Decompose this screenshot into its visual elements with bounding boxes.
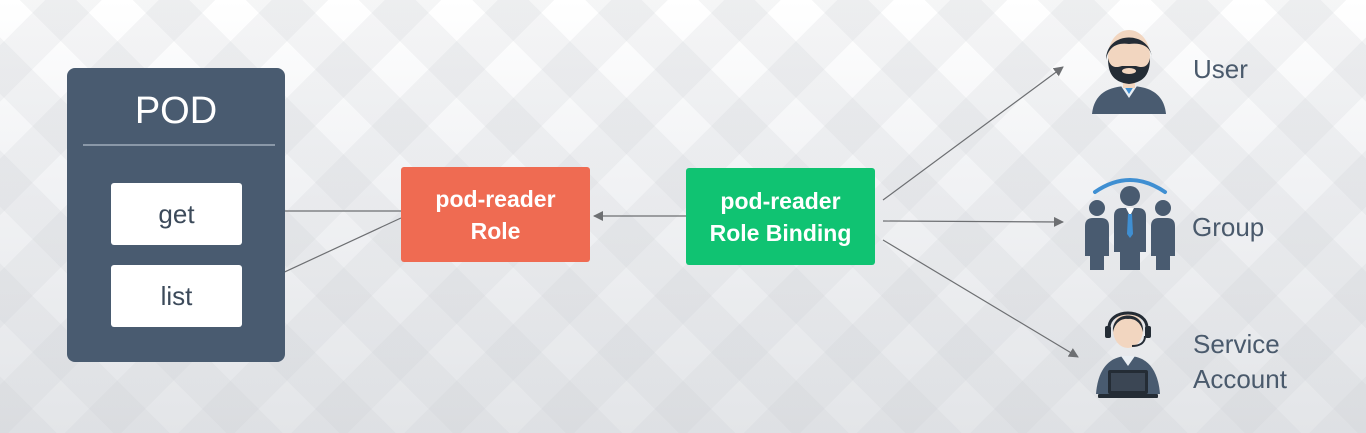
service-account-icon <box>1096 311 1160 398</box>
binding-kind: Role Binding <box>709 219 852 246</box>
role-kind: Role <box>470 217 521 244</box>
verb-get: get <box>111 183 242 245</box>
role-name: pod-reader <box>435 185 556 212</box>
service-account-label: Service Account <box>1193 327 1323 397</box>
role-box: pod-reader Role <box>401 167 590 262</box>
pod-title: POD <box>134 90 218 132</box>
arrow-binding-to-group <box>882 216 1064 227</box>
arrow-binding-to-user <box>882 66 1064 201</box>
binding-name: pod-reader <box>720 187 841 214</box>
user-icon <box>1092 30 1166 114</box>
pod-divider <box>83 144 275 146</box>
role-binding-box: pod-reader Role Binding <box>686 168 875 265</box>
verb-list: list <box>111 265 242 327</box>
group-icon <box>1085 178 1175 270</box>
service-account-label-line1: Service <box>1193 329 1280 359</box>
group-label: Group <box>1192 212 1265 242</box>
pod-box: POD get list <box>67 68 285 362</box>
service-account-label-line2: Account <box>1193 364 1287 394</box>
user-label: User <box>1193 54 1248 84</box>
arrow-binding-to-service-account <box>882 239 1079 358</box>
